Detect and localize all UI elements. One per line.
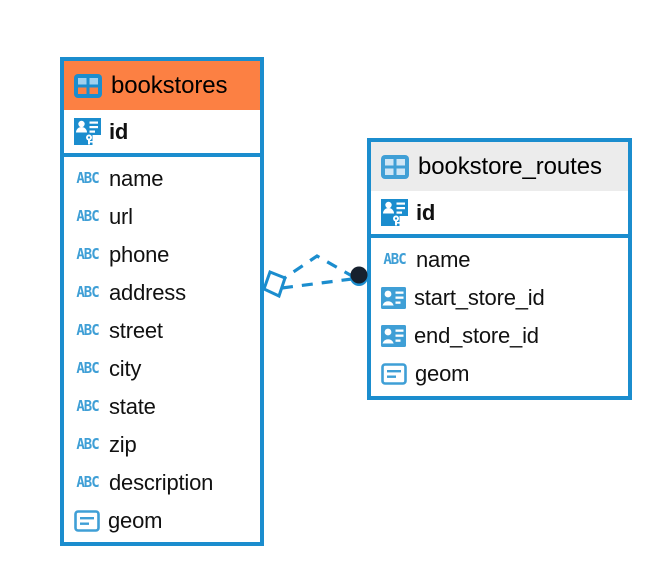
primary-key-icon: [381, 199, 408, 226]
abc-icon: ABC: [76, 398, 99, 416]
field-label: end_store_id: [414, 323, 539, 348]
field-label: phone: [109, 242, 170, 267]
field-label: street: [109, 318, 163, 343]
field-row[interactable]: ABC phone: [64, 236, 260, 274]
filled-circle-marker: [350, 266, 368, 286]
field-row[interactable]: start_store_id: [371, 279, 628, 317]
field-row[interactable]: ABC name: [371, 241, 628, 279]
field-row[interactable]: ABC address: [64, 274, 260, 312]
field-label: name: [109, 166, 164, 191]
entity-field-list: ABC name start_store_id: [371, 238, 628, 393]
field-label: id: [109, 118, 129, 144]
field-row[interactable]: ABC name: [64, 160, 260, 198]
field-row[interactable]: ABC zip: [64, 426, 260, 464]
field-label: geom: [108, 508, 163, 533]
field-row[interactable]: ABC description: [64, 464, 260, 502]
abc-icon: ABC: [76, 360, 99, 378]
field-row[interactable]: end_store_id: [371, 317, 628, 355]
abc-icon: ABC: [383, 251, 406, 269]
entity-title: bookstores: [111, 71, 228, 99]
field-label: name: [416, 247, 471, 272]
field-row[interactable]: ABC state: [64, 388, 260, 426]
abc-icon: ABC: [76, 208, 99, 226]
field-label: city: [109, 356, 142, 381]
field-row[interactable]: geom: [64, 502, 260, 540]
field-row[interactable]: ABC url: [64, 198, 260, 236]
abc-icon: ABC: [76, 436, 99, 454]
abc-icon: ABC: [76, 474, 99, 492]
relationship-line-upper: [276, 254, 353, 285]
relationship-line-lower: [281, 277, 353, 290]
geom-icon: [74, 510, 100, 532]
table-icon: [74, 73, 102, 98]
entity-field-list: ABC name ABC url ABC phone ABC address A…: [64, 157, 260, 540]
field-label: zip: [109, 432, 137, 457]
foreign-key-icon: [381, 287, 406, 309]
field-label: address: [109, 280, 186, 305]
field-label: start_store_id: [414, 285, 545, 310]
geom-icon: [381, 363, 407, 385]
field-label: geom: [415, 361, 470, 386]
abc-icon: ABC: [76, 246, 99, 264]
abc-icon: ABC: [76, 284, 99, 302]
field-label: url: [109, 204, 133, 229]
field-label: description: [109, 470, 214, 495]
entity-primary-key-row[interactable]: id: [371, 191, 628, 238]
abc-icon: ABC: [76, 170, 99, 188]
abc-icon: ABC: [76, 322, 99, 340]
field-row[interactable]: geom: [371, 355, 628, 393]
diamond-marker: [262, 270, 287, 299]
entity-primary-key-row[interactable]: id: [64, 110, 260, 157]
entity-title: bookstore_routes: [418, 152, 602, 180]
entity-header-bookstore-routes[interactable]: bookstore_routes: [371, 142, 628, 191]
table-icon: [381, 154, 409, 179]
entity-bookstores[interactable]: bookstores id: [60, 57, 264, 546]
foreign-key-icon: [381, 325, 406, 347]
field-row[interactable]: ABC street: [64, 312, 260, 350]
field-row[interactable]: ABC city: [64, 350, 260, 388]
field-label: state: [109, 394, 156, 419]
field-label: id: [416, 199, 436, 225]
entity-bookstore-routes[interactable]: bookstore_routes id: [367, 138, 632, 400]
entity-header-bookstores[interactable]: bookstores: [64, 61, 260, 110]
primary-key-icon: [74, 118, 101, 145]
